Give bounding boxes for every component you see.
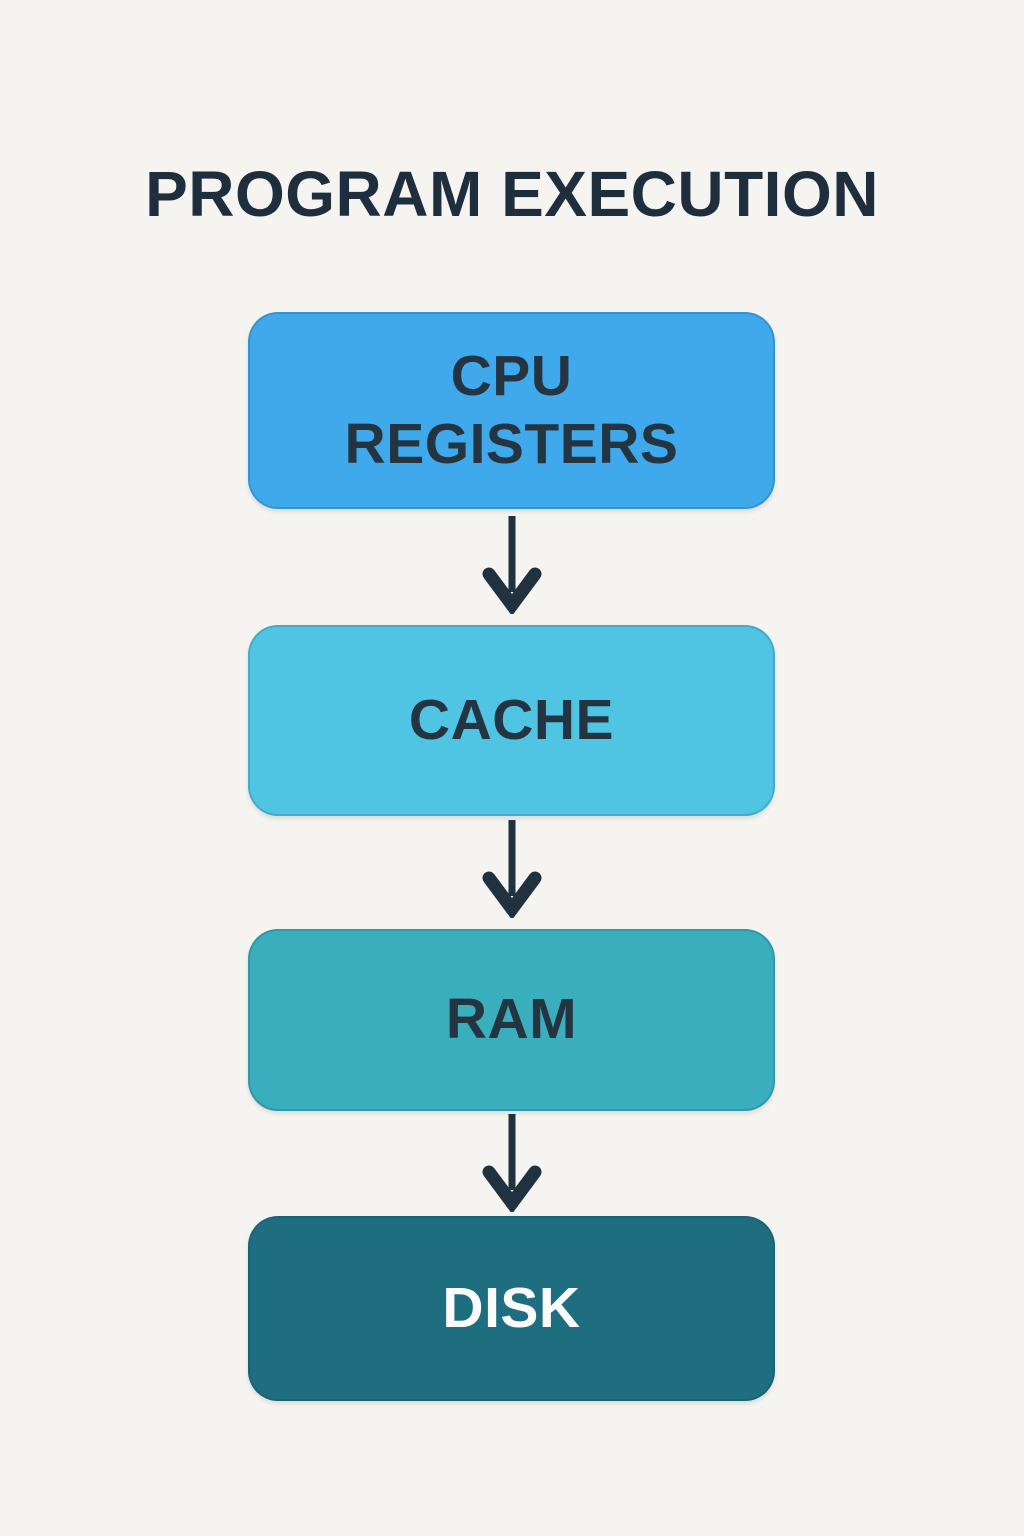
flow-box-ram-label: RAM <box>445 987 578 1052</box>
down-arrow-icon-ram-to-disk <box>482 1114 542 1212</box>
flow-box-ram: RAM <box>248 929 775 1111</box>
page-title: PROGRAM EXECUTION <box>145 158 879 230</box>
flow-box-disk: DISK <box>248 1216 775 1401</box>
flow-box-cache: CACHE <box>248 625 775 816</box>
flow-box-cache-label: CACHE <box>408 687 615 752</box>
flow-box-disk-label: DISK <box>442 1275 581 1340</box>
flow-box-cpu-registers-label: CPU REGISTERS <box>344 344 679 476</box>
flow-box-cpu-registers: CPU REGISTERS <box>248 312 775 509</box>
down-arrow-icon-cpu-to-cache <box>482 516 542 614</box>
down-arrow-icon-cache-to-ram <box>482 820 542 918</box>
